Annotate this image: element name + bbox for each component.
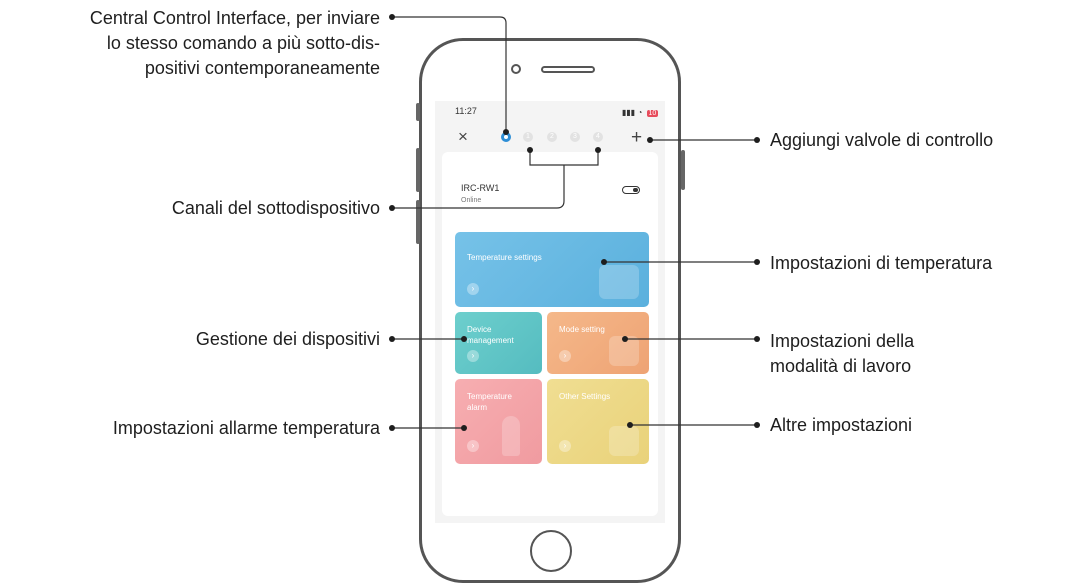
leader-dot	[754, 259, 760, 265]
leader-dot	[754, 336, 760, 342]
callout-line: Altre impostazioni	[770, 415, 913, 435]
phone-speaker	[541, 66, 595, 73]
temperature-settings-tile[interactable]: Temperature settings ›	[455, 232, 649, 307]
callout-line: lo stesso comando a più sotto-dis-	[106, 33, 380, 53]
channel-tab-3[interactable]: 3	[570, 132, 580, 142]
leader-dot	[389, 205, 395, 211]
callout-central-control: Central Control Interface, per inviare l…	[90, 6, 380, 81]
arrow-right-icon: ›	[559, 440, 571, 452]
phone-power-button	[681, 150, 685, 190]
callout-line: Gestione dei dispositivi	[195, 329, 380, 349]
callout-add-valves: Aggiungi valvole di controllo	[770, 128, 993, 153]
wifi-icon: ◔	[637, 108, 643, 117]
phone-home-button[interactable]	[530, 530, 572, 572]
callout-line: Impostazioni di temperatura	[770, 253, 993, 273]
tile-label: Other Settings	[559, 392, 611, 401]
battery-icon: 10	[646, 110, 659, 117]
callout-subdevice-channels: Canali del sottodispositivo	[172, 196, 380, 221]
callout-line: Aggiungi valvole di controllo	[770, 130, 994, 150]
leader-dot	[389, 425, 395, 431]
status-time: 11:27	[455, 106, 477, 116]
tile-label-line: management	[467, 336, 514, 345]
tile-label: Device management	[467, 324, 537, 346]
central-control-tab[interactable]	[501, 132, 511, 142]
channel-tab-4[interactable]: 4	[593, 132, 603, 142]
arrow-right-icon: ›	[559, 350, 571, 362]
temperature-alarm-tile[interactable]: Temperature alarm ›	[455, 379, 542, 464]
callout-temp-settings: Impostazioni di temperatura	[770, 251, 992, 276]
callout-line: Central Control Interface, per inviare	[89, 8, 380, 28]
phone-volume-down-button	[416, 200, 420, 244]
signal-icon: ▮▮▮	[622, 108, 636, 117]
arrow-right-icon: ›	[467, 283, 479, 295]
tile-label-line: Temperature	[467, 392, 512, 401]
callout-line: Canali del sottodispositivo	[171, 198, 380, 218]
add-valve-button[interactable]: +	[631, 127, 643, 148]
tile-label: Temperature alarm	[467, 391, 537, 413]
callout-temp-alarm: Impostazioni allarme temperatura	[113, 416, 380, 441]
arrow-right-icon: ›	[467, 440, 479, 452]
phone-volume-up-button	[416, 148, 420, 192]
phone-side-button	[416, 103, 420, 121]
callout-line: modalità di lavoro	[770, 356, 912, 376]
callout-work-mode: Impostazioni della modalità di lavoro	[770, 329, 914, 379]
device-status: Online	[461, 197, 482, 204]
settings-icon	[609, 426, 639, 456]
mode-icon	[609, 336, 639, 366]
thermometer-icon	[599, 265, 639, 299]
alarm-thermometer-icon	[502, 416, 520, 456]
callout-line: Impostazioni della	[770, 331, 915, 351]
leader-dot	[389, 14, 395, 20]
arrow-right-icon: ›	[467, 350, 479, 362]
tile-label: Temperature settings	[467, 253, 542, 262]
channel-tab-2[interactable]: 2	[547, 132, 557, 142]
phone-camera	[511, 64, 521, 74]
callout-line: positivi contemporaneamente	[144, 58, 380, 78]
leader-dot	[754, 137, 760, 143]
leader-dot	[754, 422, 760, 428]
status-icons: ▮▮▮ ◔ 10	[622, 108, 659, 117]
tile-label-line: alarm	[467, 403, 488, 412]
close-icon[interactable]: ×	[458, 127, 468, 146]
tile-label-line: Device	[467, 325, 492, 334]
device-management-tile[interactable]: Device management ›	[455, 312, 542, 374]
mode-setting-tile[interactable]: Mode setting ›	[547, 312, 649, 374]
device-name: IRC-RW1	[461, 183, 500, 193]
other-settings-tile[interactable]: Other Settings ›	[547, 379, 649, 464]
channel-tab-1[interactable]: 1	[523, 132, 533, 142]
leader-dot	[389, 336, 395, 342]
callout-line: Impostazioni allarme temperatura	[112, 418, 380, 438]
callout-other-settings: Altre impostazioni	[770, 413, 912, 438]
device-toggle[interactable]	[622, 186, 640, 194]
callout-device-management: Gestione dei dispositivi	[196, 327, 380, 352]
tile-label: Mode setting	[559, 325, 605, 334]
